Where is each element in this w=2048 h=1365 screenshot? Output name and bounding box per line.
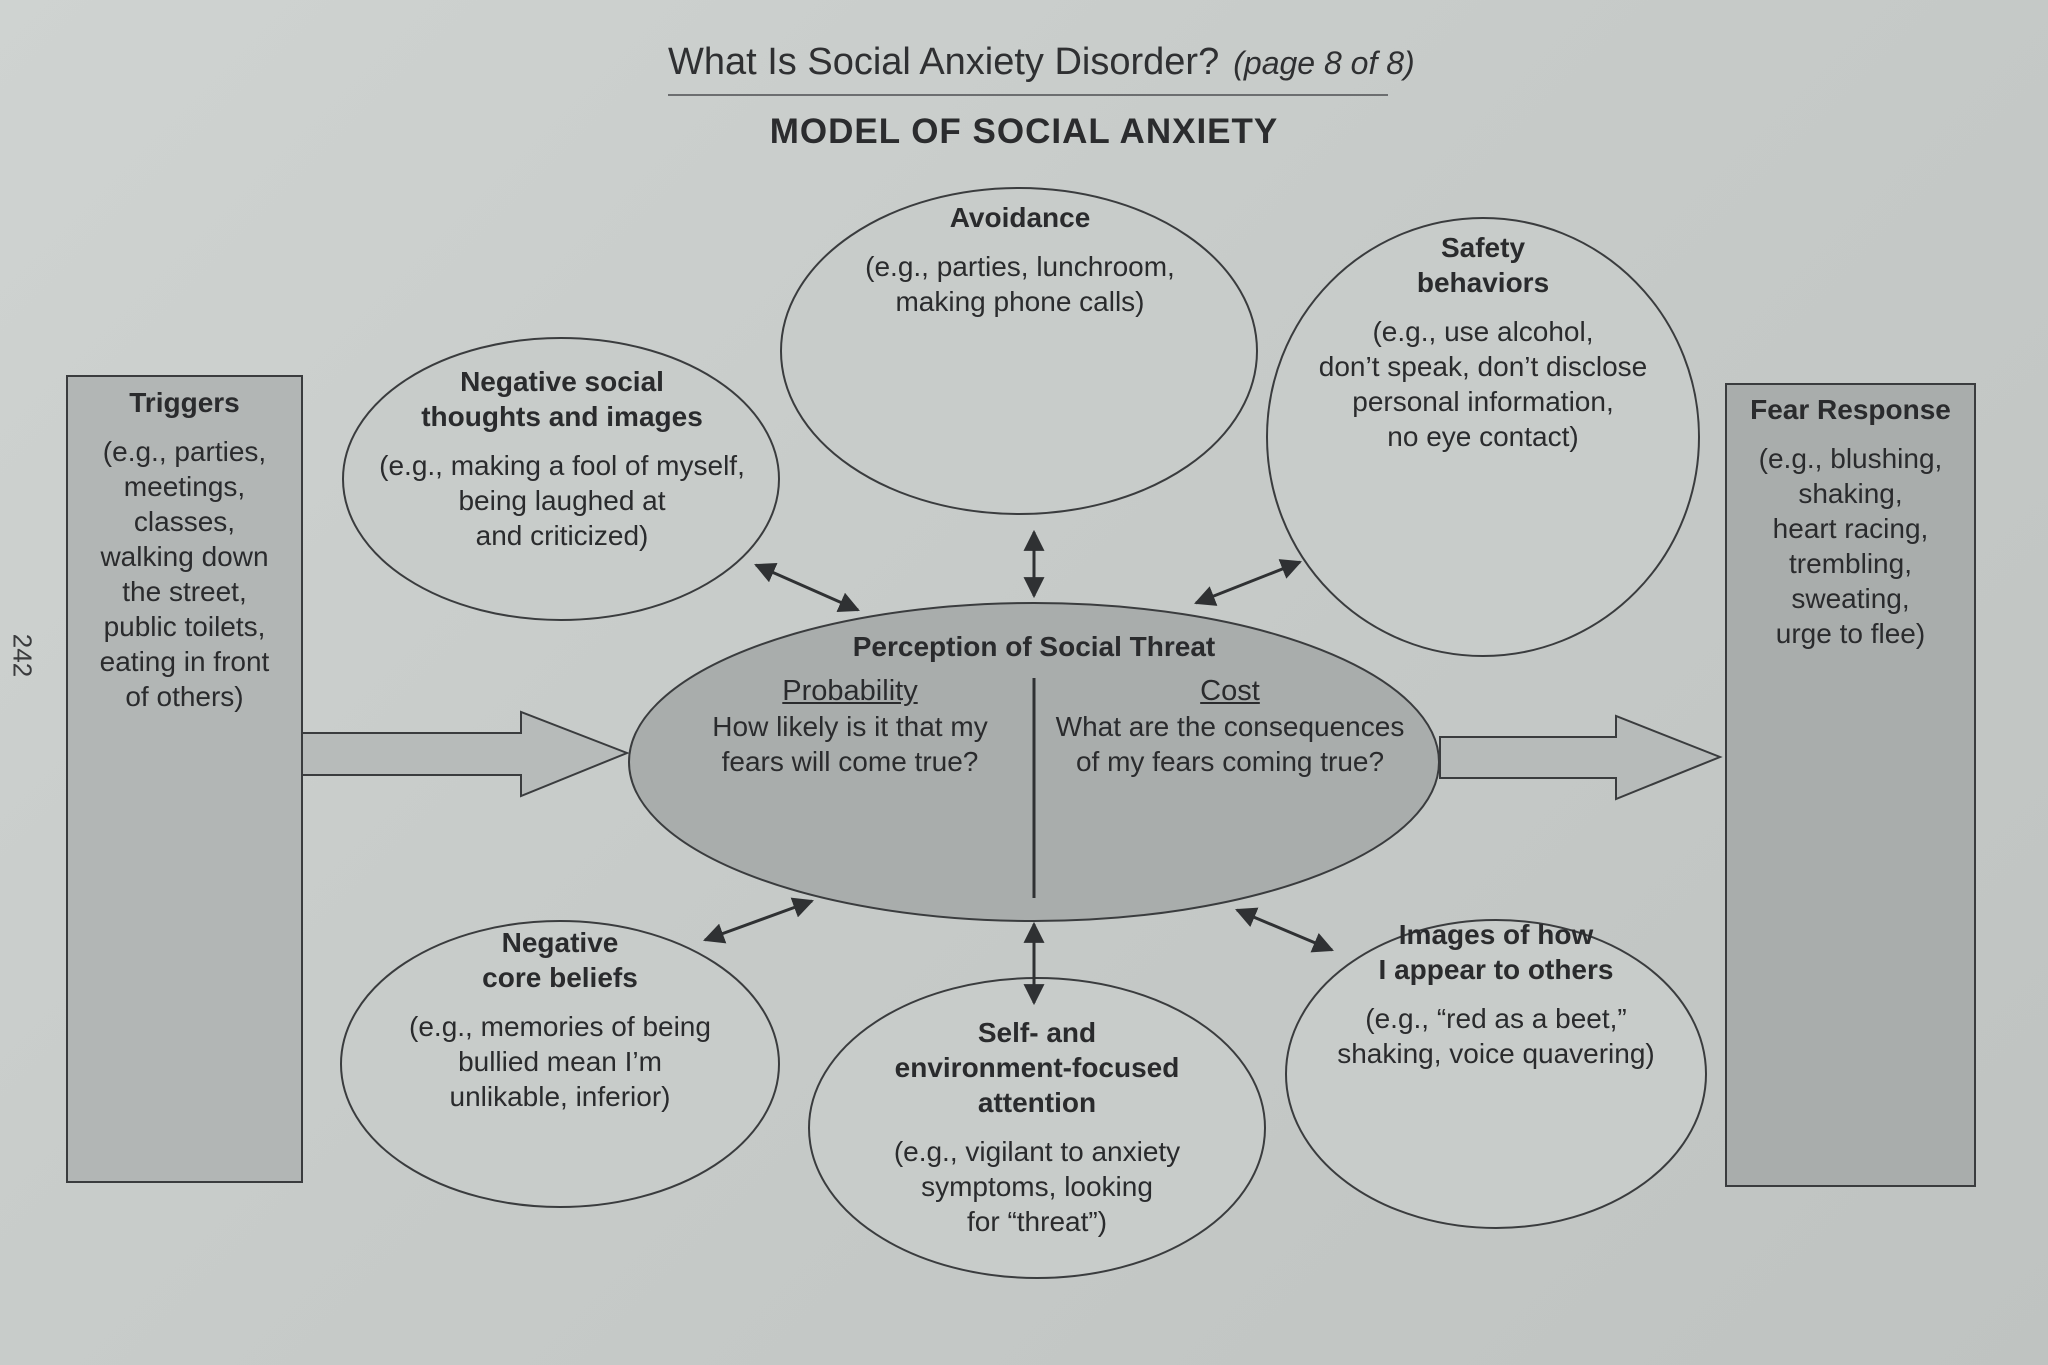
arrow-thoughts-threat	[754, 563, 860, 612]
images-of-self-ellipse	[1285, 919, 1707, 1229]
fear-response-box	[1725, 383, 1976, 1187]
core-beliefs-title: Negative core beliefs	[482, 927, 638, 993]
fear-response-body: (e.g., blushing, shaking, heart racing, …	[1758, 443, 1943, 649]
probability-column: Probability How likely is it that my fea…	[680, 673, 1020, 779]
negative-thoughts-ellipse	[342, 337, 780, 621]
core-beliefs-node: Negative core beliefs (e.g., memories of…	[370, 925, 750, 1114]
avoidance-node: Avoidance (e.g., parties, lunchroom, mak…	[810, 200, 1230, 319]
header-title: What Is Social Anxiety Disorder?	[668, 41, 1220, 83]
model-title: MODEL OF SOCIAL ANXIETY	[769, 112, 1279, 151]
threat-to-fear-arrow	[1439, 714, 1723, 801]
fear-response-title: Fear Response	[1750, 394, 1951, 425]
safety-behaviors-body: (e.g., use alcohol, don’t speak, don’t d…	[1318, 316, 1648, 452]
header-page-note: (page 8 of 8)	[1233, 45, 1415, 81]
avoidance-body: (e.g., parties, lunchroom, making phone …	[865, 251, 1175, 317]
cost-body: What are the consequences of my fears co…	[1055, 711, 1405, 777]
negative-thoughts-body: (e.g., making a fool of myself, being la…	[379, 450, 745, 551]
triggers-body: (e.g., parties, meetings, classes, walki…	[99, 436, 270, 712]
core-beliefs-ellipse	[340, 920, 780, 1208]
cost-column: Cost What are the consequences of my fea…	[1040, 673, 1420, 779]
triggers-node: Triggers (e.g., parties, meetings, class…	[72, 385, 297, 714]
images-of-self-title: Images of how I appear to others	[1378, 919, 1614, 985]
core-beliefs-body: (e.g., memories of being bullied mean I’…	[409, 1011, 711, 1112]
arrow-safety-threat	[1194, 559, 1302, 606]
perception-title: Perception of Social Threat	[852, 631, 1216, 662]
probability-title: Probability	[782, 675, 918, 707]
arrow-beliefs-threat	[703, 897, 814, 944]
avoidance-title: Avoidance	[949, 202, 1091, 233]
attention-title: Self- and environment-focused attention	[894, 1017, 1180, 1118]
safety-behaviors-node: Safety behaviors (e.g., use alcohol, don…	[1283, 230, 1683, 454]
attention-node: Self- and environment-focused attention …	[847, 1015, 1227, 1239]
page-header: What Is Social Anxiety Disorder? (page 8 …	[668, 30, 1415, 96]
negative-thoughts-title: Negative social thoughts and images	[421, 366, 703, 432]
safety-behaviors-ellipse	[1266, 217, 1700, 657]
images-of-self-body: (e.g., “red as a beet,” shaking, voice q…	[1337, 1003, 1655, 1069]
safety-behaviors-title: Safety behaviors	[1416, 232, 1550, 298]
triggers-title: Triggers	[129, 387, 240, 418]
triggers-box	[66, 375, 303, 1183]
negative-thoughts-node: Negative social thoughts and images (e.g…	[352, 364, 772, 553]
probability-body: How likely is it that my fears will come…	[712, 711, 988, 777]
perception-title-node: Perception of Social Threat	[734, 629, 1334, 664]
avoidance-ellipse	[780, 187, 1258, 515]
attention-body: (e.g., vigilant to anxiety symptoms, loo…	[893, 1136, 1181, 1237]
images-of-self-node: Images of how I appear to others (e.g., …	[1306, 917, 1686, 1071]
triggers-to-threat-arrow	[301, 710, 630, 798]
arrow-images-threat	[1235, 907, 1334, 953]
fear-response-node: Fear Response (e.g., blushing, shaking, …	[1731, 392, 1970, 651]
cost-title: Cost	[1200, 675, 1260, 707]
